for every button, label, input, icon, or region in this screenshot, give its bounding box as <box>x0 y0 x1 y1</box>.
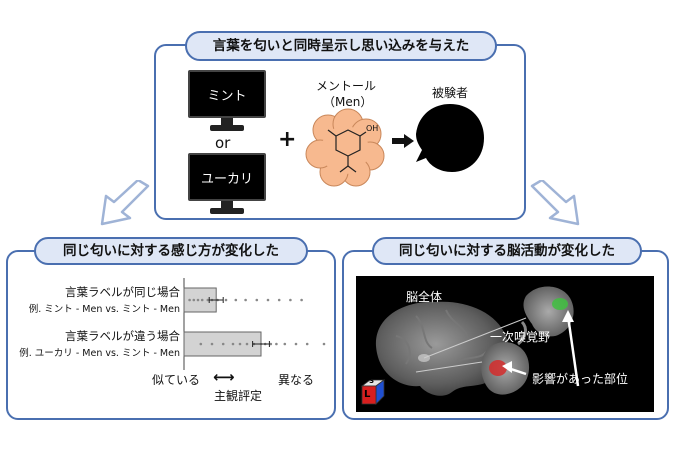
data-point <box>210 342 214 346</box>
right-panel-title: 同じ匂いに対する脳活動が変化した <box>372 237 642 265</box>
arrow-down-left-icon <box>100 180 150 226</box>
data-point <box>234 298 238 302</box>
monitor-mint: ミント <box>188 70 266 134</box>
data-point <box>277 298 281 302</box>
cube-front-label: L <box>364 389 371 400</box>
odor-label-line2: （Men） <box>323 95 373 109</box>
data-point <box>322 342 326 346</box>
menthol-odor-cloud <box>305 108 385 187</box>
cube-top-label: S <box>369 377 375 385</box>
monitor-base <box>210 208 244 214</box>
data-point <box>244 298 247 302</box>
arrow-right-icon <box>392 134 414 148</box>
data-point <box>269 342 273 346</box>
data-point <box>192 298 196 302</box>
plus-sign: + <box>278 127 297 152</box>
row2-label: 言葉ラベルが違う場合 <box>65 329 180 343</box>
monitor-stand <box>221 118 233 126</box>
data-point <box>275 342 278 346</box>
or-label: or <box>215 134 231 152</box>
data-point <box>206 298 210 302</box>
orientation-cube-icon <box>360 379 386 405</box>
left-panel <box>6 250 336 420</box>
data-point <box>305 342 309 346</box>
row1-label: 言葉ラベルが同じ場合 <box>65 285 180 299</box>
monitor-mint-label: ミント <box>207 88 247 104</box>
odor-label-line1: メントール <box>316 79 377 93</box>
oh-label: OH <box>366 124 379 133</box>
left-panel-title: 同じ匂いに対する感じ方が変化した <box>34 237 308 265</box>
subject-label: 被験者 <box>432 86 469 100</box>
data-point <box>294 342 298 346</box>
whole-brain-shape <box>375 301 510 396</box>
monitor-eucalyptus-label: ユーカリ <box>200 171 253 187</box>
data-point <box>300 298 303 302</box>
data-point <box>238 342 242 346</box>
label-whole-brain: 脳全体 <box>406 290 443 304</box>
monitor-eucalyptus-screen: ユーカリ <box>188 153 266 201</box>
data-point <box>199 342 203 346</box>
data-point <box>188 298 191 302</box>
brain-image: 脳全体 一次嗅覚野 影響があった部位 S L <box>356 276 654 412</box>
data-point <box>196 298 200 302</box>
data-point <box>221 342 225 346</box>
data-point <box>200 298 204 302</box>
brain-illustration <box>375 286 580 396</box>
data-point <box>231 342 235 346</box>
cloud-shape <box>305 108 385 187</box>
row2-example: 例. ユーカリ - Men vs. ミント - Men <box>19 348 180 359</box>
data-point <box>283 342 287 346</box>
axis-arrow-icon: ⟷ <box>213 368 235 386</box>
data-point <box>245 342 249 346</box>
top-panel-title: 言葉を匂いと同時呈示し思い込みを与えた <box>185 31 497 61</box>
monitor-mint-screen: ミント <box>188 70 266 118</box>
data-point <box>255 298 259 302</box>
monitor-eucalyptus: ユーカリ <box>188 153 266 217</box>
row1-example: 例. ミント - Men vs. ミント - Men <box>28 304 180 315</box>
data-point <box>266 298 270 302</box>
axis-title: 主観評定 <box>214 389 263 403</box>
axis-right-label: 異なる <box>278 373 315 387</box>
data-point <box>224 298 228 302</box>
data-point <box>289 298 292 302</box>
monitor-base <box>210 125 244 131</box>
label-affected-region: 影響があった部位 <box>532 372 629 386</box>
subject-head-icon <box>416 104 484 172</box>
arrow-down-right-icon <box>530 180 580 226</box>
menthol-molecule <box>327 129 367 173</box>
label-olfactory-cortex: 一次嗅覚野 <box>490 330 551 344</box>
monitor-stand <box>221 201 233 209</box>
rating-bar-chart <box>183 278 326 370</box>
axis-left-label: 似ている <box>152 373 201 387</box>
